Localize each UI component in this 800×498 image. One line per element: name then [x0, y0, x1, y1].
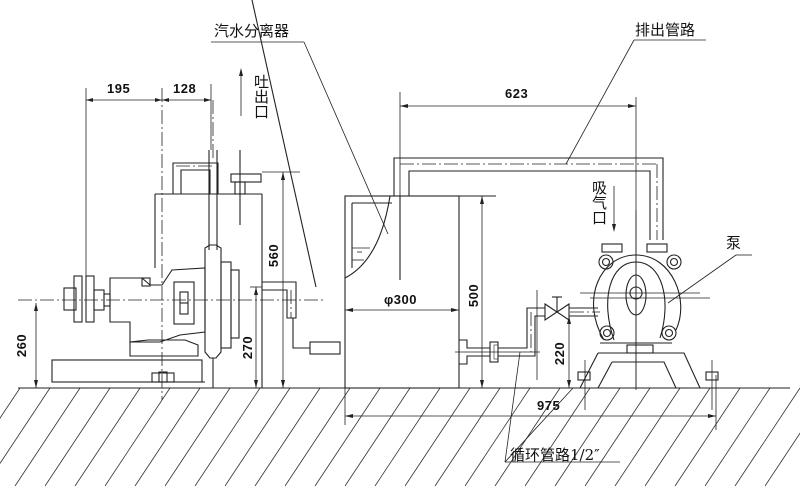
hatch-line: [344, 387, 411, 487]
hatch-line: [224, 387, 291, 487]
dim-560: 560: [266, 243, 282, 268]
label-outlet: 吐出口: [252, 74, 270, 119]
hatch-line: [704, 387, 771, 487]
label-pump: 泵: [726, 234, 742, 252]
dim-975: 975: [537, 398, 561, 413]
hatch-line: [464, 387, 531, 487]
label-suction: 吸气口: [590, 180, 608, 225]
hatch-line: [74, 387, 141, 487]
hatch-line: [164, 387, 231, 487]
hatch-line: [674, 387, 741, 487]
hatch-line: [404, 387, 471, 487]
hatch-line: [44, 387, 111, 487]
hatch-line: [284, 387, 351, 487]
vacuum-pump: [577, 186, 719, 410]
dim-220: 220: [552, 341, 568, 366]
hatch-line: [104, 387, 171, 487]
hatch-line: [434, 387, 501, 487]
hatch-line: [194, 387, 261, 487]
hatch-line: [0, 387, 51, 465]
dim-195: 195: [107, 81, 131, 96]
label-circulation-pipe: 循环管路1/2″: [510, 446, 600, 464]
hatch-line: [554, 387, 621, 487]
hatch-line: [314, 387, 381, 487]
left-pump-assembly: [18, 0, 341, 400]
hatch-line: [134, 387, 201, 487]
hatch-line: [614, 387, 681, 487]
hatch-line: [644, 387, 711, 487]
hatch-line: [374, 387, 441, 487]
hatch-line: [524, 387, 591, 487]
separator-tank: [344, 92, 717, 430]
leader-lines: [211, 39, 752, 463]
dim-623: 623: [505, 86, 529, 101]
ground-hatch: [0, 387, 800, 487]
left-dimensions: [34, 68, 300, 388]
hatch-line: [254, 387, 321, 487]
hatch-line: [734, 387, 800, 487]
dim-300: φ300: [384, 292, 417, 307]
dim-128: 128: [173, 81, 197, 96]
hatch-line: [0, 387, 21, 419]
label-separator: 汽水分离器: [214, 22, 290, 40]
dim-260: 260: [14, 333, 30, 358]
label-discharge-pipe: 排出管路: [635, 21, 696, 39]
hatch-line: [14, 387, 81, 487]
dim-270: 270: [240, 335, 256, 360]
hatch-line: [584, 387, 651, 487]
dim-500: 500: [466, 283, 482, 308]
hatch-line: [764, 432, 800, 487]
